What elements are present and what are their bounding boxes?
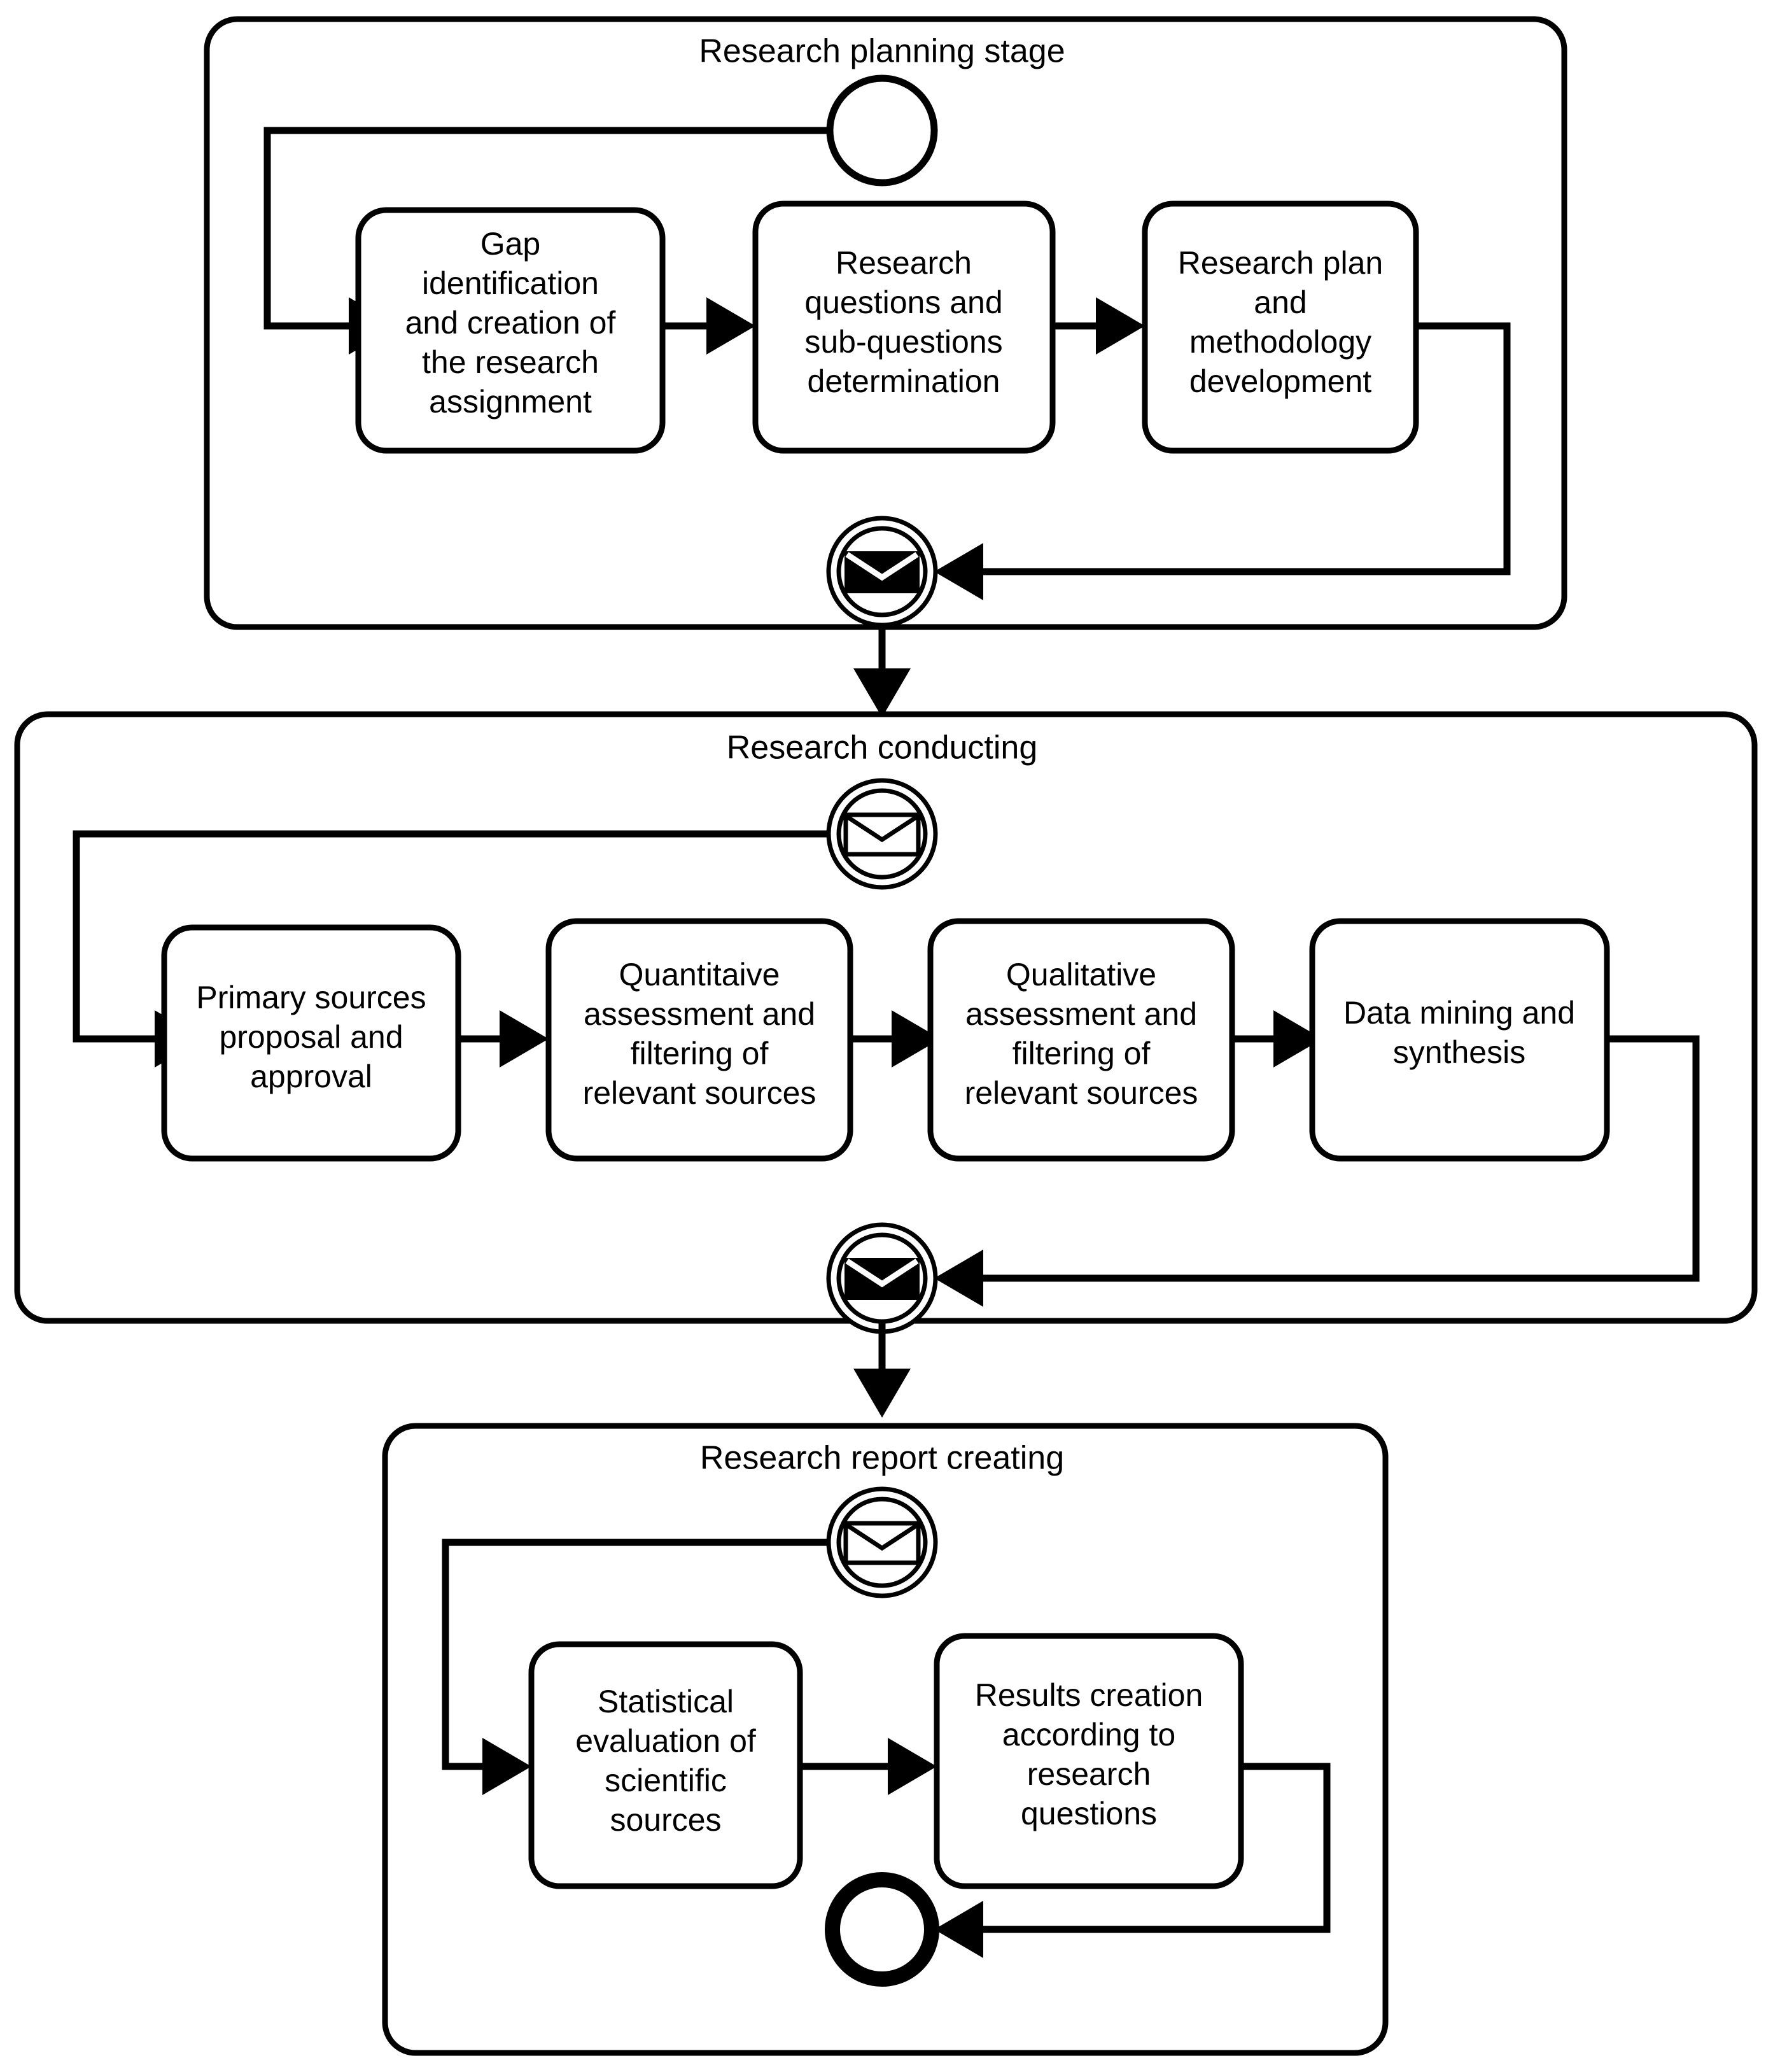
- task-box-gap-identification[interactable]: [355, 207, 666, 454]
- task-label-line: scientific: [605, 1763, 727, 1798]
- pool-title-conducting: Research conducting: [727, 729, 1038, 766]
- task-label-line: relevant sources: [965, 1075, 1198, 1111]
- task-label-line: Data mining and: [1343, 995, 1575, 1031]
- task-label-line: Research plan: [1178, 245, 1383, 281]
- arrowhead-into-statistical-evaluation: [482, 1738, 531, 1795]
- task-label-line: development: [1189, 363, 1371, 399]
- arrowhead-into-data-mining: [1273, 1010, 1322, 1068]
- envelope-outline-icon: [843, 812, 921, 857]
- pool-title-report: Research report creating: [700, 1440, 1064, 1477]
- task-quantitative-assessment[interactable]: Quantitaive assessment and filtering of …: [545, 918, 853, 1162]
- arrowhead-into-pool2: [853, 668, 911, 717]
- envelope-filled-icon: [844, 551, 920, 593]
- task-label-line: and creation of: [405, 305, 616, 341]
- task-research-questions[interactable]: Research questions and sub-questions det…: [752, 201, 1056, 454]
- task-label-line: Research: [836, 245, 972, 281]
- task-label-line: assignment: [429, 384, 592, 419]
- task-label-line: Statistical: [598, 1684, 734, 1719]
- message-end-event-planning[interactable]: [826, 516, 938, 628]
- arrowhead-into-pool3: [853, 1369, 911, 1418]
- arrowhead-into-qualitative: [892, 1010, 941, 1068]
- task-label-line: sources: [610, 1802, 721, 1838]
- flow-start-to-primary-sources: [73, 830, 829, 1043]
- envelope-outline-icon: [843, 1521, 921, 1565]
- task-label-line: relevant sources: [583, 1075, 816, 1111]
- task-label-line: proposal and: [219, 1019, 403, 1055]
- task-data-mining[interactable]: Data mining and synthesis: [1309, 918, 1610, 1162]
- arrowhead-into-message-end-conducting: [934, 1250, 983, 1307]
- task-label-line: Qualitative: [1006, 957, 1156, 992]
- message-flow-planning-to-conducting: [853, 627, 911, 717]
- task-gap-identification[interactable]: Gap identification and creation of the r…: [355, 207, 666, 454]
- envelope-flap: [845, 552, 919, 581]
- task-label-line: determination: [808, 363, 1000, 399]
- task-results-creation[interactable]: Results creation according to research q…: [934, 1633, 1244, 1889]
- pool-research-report-creating: Research report creating Statistical eva…: [382, 1423, 1389, 2056]
- task-statistical-evaluation[interactable]: Statistical evaluation of scientific sou…: [528, 1641, 803, 1889]
- flow-start-to-statistical-evaluation: [442, 1539, 829, 1770]
- flow-research-plan-to-message-end: [983, 322, 1511, 575]
- task-label-line: filtering of: [631, 1036, 769, 1071]
- task-label-line: questions and: [804, 285, 1002, 320]
- task-label-line: Quantitaive: [619, 957, 780, 992]
- message-flow-conducting-to-report: [853, 1321, 911, 1418]
- task-label-line: approval: [250, 1059, 372, 1094]
- task-label-line: Primary sources: [196, 980, 426, 1015]
- task-box-primary-sources[interactable]: [161, 924, 461, 1162]
- task-label-line: evaluation of: [575, 1723, 756, 1759]
- pool-border-report: [382, 1423, 1389, 2056]
- task-label-line: questions: [1021, 1796, 1157, 1831]
- task-label-line: filtering of: [1013, 1036, 1151, 1071]
- end-event-report[interactable]: [825, 1872, 939, 1987]
- task-label-line: according to: [1002, 1717, 1175, 1752]
- task-label-line: methodology: [1189, 324, 1371, 360]
- pool-research-conducting: Research conducting Primary sources prop…: [14, 711, 1758, 1334]
- envelope-flap: [846, 1523, 918, 1551]
- task-label-line: research: [1027, 1756, 1151, 1792]
- message-start-event-conducting[interactable]: [826, 778, 938, 890]
- envelope-filled-icon: [844, 1258, 920, 1300]
- task-label-line: Results creation: [975, 1677, 1203, 1713]
- flow-data-mining-to-message-end: [983, 1035, 1700, 1282]
- task-box-results-creation[interactable]: [934, 1633, 1244, 1889]
- arrowhead-into-research-questions: [706, 297, 755, 355]
- task-label-line: and: [1254, 285, 1307, 320]
- arrowhead-into-quantitative: [500, 1010, 549, 1068]
- flow-results-creation-to-end-event: [983, 1763, 1331, 1933]
- task-label-line: sub-questions: [804, 324, 1002, 360]
- start-event-planning[interactable]: [826, 74, 938, 187]
- flow-start-to-gap-identification: [263, 127, 830, 330]
- pool-title-planning: Research planning stage: [699, 33, 1065, 70]
- task-label-line: assessment and: [965, 996, 1197, 1032]
- message-end-event-conducting[interactable]: [826, 1222, 938, 1334]
- arrowhead-into-end-event-report: [934, 1901, 983, 1958]
- task-label-line: identification: [422, 265, 599, 301]
- envelope-flap: [846, 815, 918, 843]
- task-qualitative-assessment[interactable]: Qualitative assessment and filtering of …: [927, 918, 1235, 1162]
- message-start-event-report[interactable]: [826, 1486, 938, 1598]
- envelope-flap: [845, 1258, 919, 1288]
- task-research-plan[interactable]: Research plan and methodology developmen…: [1142, 201, 1419, 454]
- pool-research-planning-stage: Research planning stage Gap identificati…: [204, 16, 1567, 630]
- arrowhead-into-message-end-planning: [934, 543, 983, 600]
- arrowhead-into-results-creation: [888, 1738, 937, 1795]
- task-label-line: the research: [422, 344, 599, 380]
- arrowhead-into-research-plan: [1096, 297, 1145, 355]
- task-label-line: Gap: [480, 226, 541, 262]
- task-primary-sources[interactable]: Primary sources proposal and approval: [161, 924, 461, 1162]
- task-label-line: synthesis: [1393, 1034, 1525, 1070]
- task-label-line: assessment and: [584, 996, 815, 1032]
